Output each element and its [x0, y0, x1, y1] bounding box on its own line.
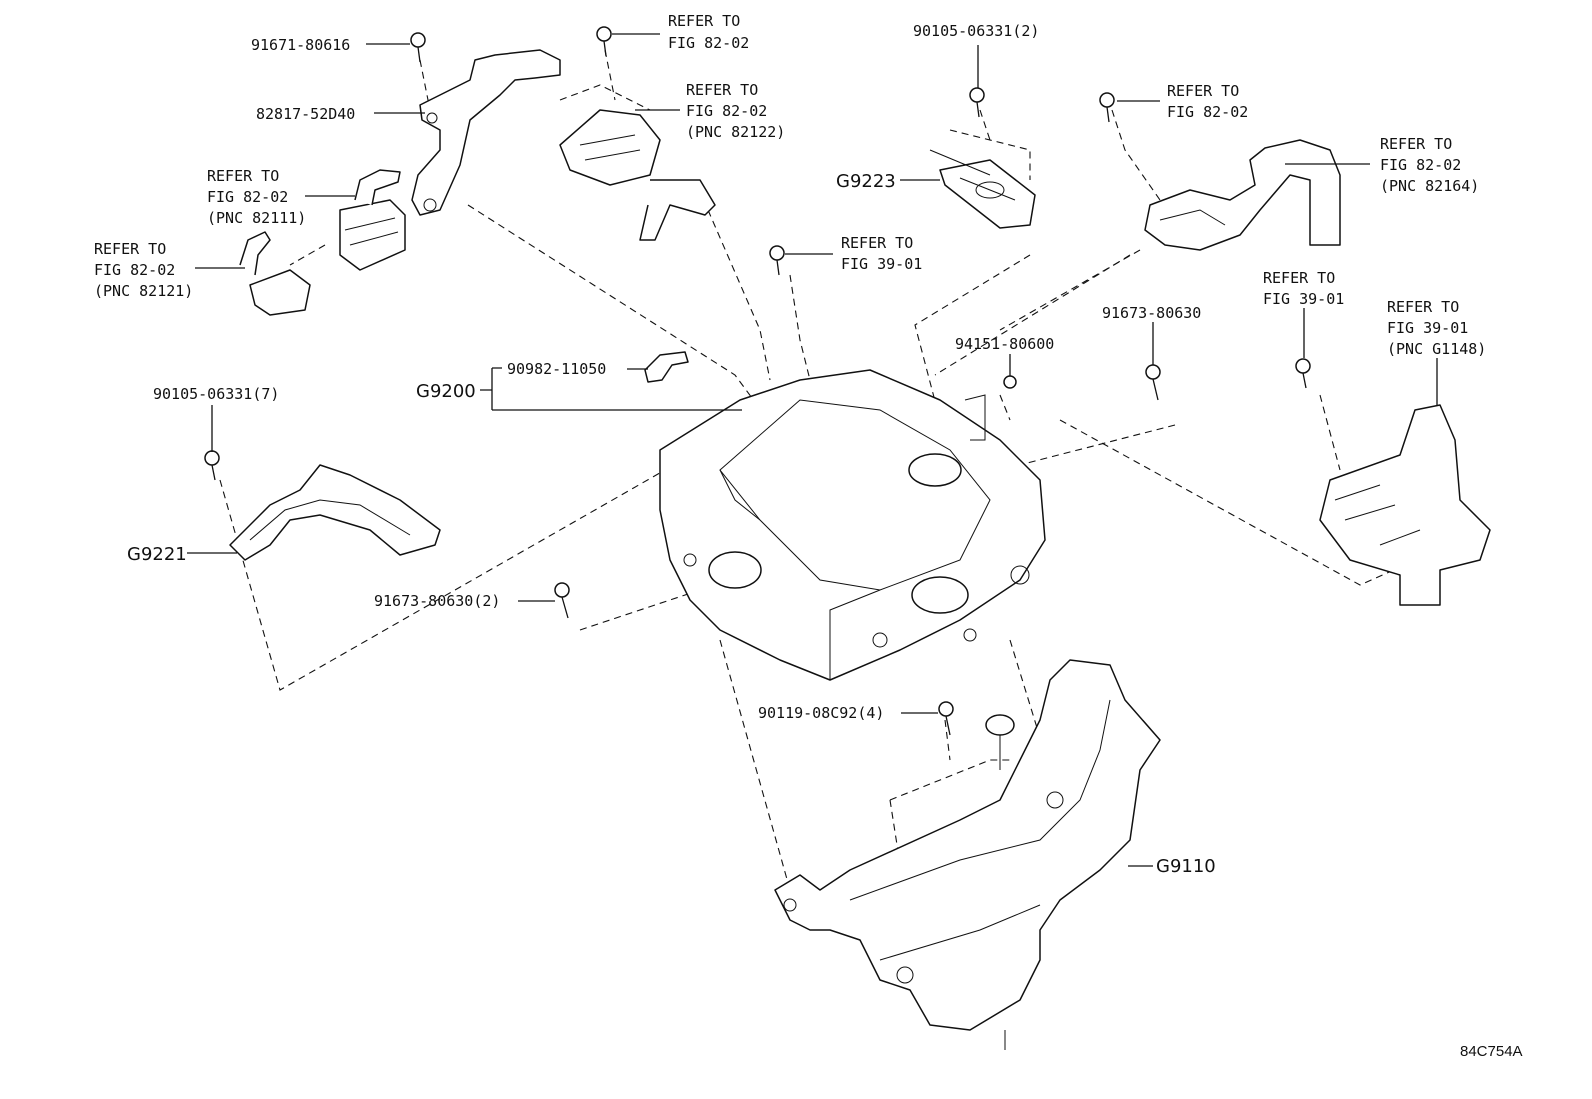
- harness-g1148-part: [1319, 404, 1491, 606]
- svg-text:FIG 82-02: FIG 82-02: [1167, 103, 1248, 121]
- plug-connector-part: [239, 231, 311, 316]
- svg-text:REFER TO: REFER TO: [1263, 269, 1335, 287]
- svg-text:FIG 82-02: FIG 82-02: [1380, 156, 1461, 174]
- bolts: [204, 26, 1311, 736]
- part-label-91673-80630: 91673-80630: [1102, 304, 1201, 322]
- bracket-part: [411, 49, 561, 216]
- inverter-assembly-part: [659, 369, 1046, 681]
- refer-to-callout-4: REFER TO FIG 82-02 (PNC 82121): [94, 240, 193, 300]
- refer-to-callout-6: REFER TO FIG 82-02: [1167, 82, 1248, 121]
- part-label-90119-08c92-4: 90119-08C92(4): [758, 704, 884, 722]
- svg-text:FIG 82-02: FIG 82-02: [668, 34, 749, 52]
- diagram-id: 84C754A: [1460, 1043, 1523, 1060]
- group-label-g9221: G9221: [127, 544, 187, 565]
- svg-text:(PNC G1148): (PNC G1148): [1387, 340, 1486, 358]
- part-label-90105-06331-2: 90105-06331(2): [913, 22, 1039, 40]
- svg-text:FIG 39-01: FIG 39-01: [841, 255, 922, 273]
- sensor-connector-part: [339, 169, 406, 271]
- svg-text:REFER TO: REFER TO: [207, 167, 279, 185]
- refer-to-callout-9: REFER TO FIG 39-01 (PNC G1148): [1387, 298, 1486, 358]
- part-label-91671-80616: 91671-80616: [251, 36, 350, 54]
- svg-text:FIG 82-02: FIG 82-02: [686, 102, 767, 120]
- refer-to-callout-5: REFER TO FIG 39-01: [841, 234, 922, 273]
- svg-text:FIG 39-01: FIG 39-01: [1387, 319, 1468, 337]
- svg-text:REFER TO: REFER TO: [1167, 82, 1239, 100]
- svg-text:(PNC 82122): (PNC 82122): [686, 123, 785, 141]
- svg-text:REFER TO: REFER TO: [1387, 298, 1459, 316]
- refer-to-callout-1: REFER TO FIG 82-02: [668, 12, 749, 52]
- clamp-part: [644, 351, 689, 383]
- group-label-g9110: G9110: [1156, 856, 1216, 877]
- group-label-g9200: G9200: [416, 381, 476, 402]
- svg-text:REFER TO: REFER TO: [841, 234, 913, 252]
- svg-text:FIG 39-01: FIG 39-01: [1263, 290, 1344, 308]
- cover-plate-g9223-part: [929, 149, 1036, 229]
- svg-text:FIG 82-02: FIG 82-02: [207, 188, 288, 206]
- part-label-91673-80630-2: 91673-80630(2): [374, 592, 500, 610]
- svg-text:REFER TO: REFER TO: [1380, 135, 1452, 153]
- svg-text:(PNC 82111): (PNC 82111): [207, 209, 306, 227]
- part-label-82817-52d40: 82817-52D40: [256, 105, 355, 123]
- part-label-90105-06331-7: 90105-06331(7): [153, 385, 279, 403]
- refer-to-callout-3: REFER TO FIG 82-02 (PNC 82111): [207, 167, 306, 227]
- refer-to-callout-8: REFER TO FIG 39-01: [1263, 269, 1344, 308]
- refer-to-callout-7: REFER TO FIG 82-02 (PNC 82164): [1380, 135, 1479, 195]
- refer-to-callout-2: REFER TO FIG 82-02 (PNC 82122): [686, 81, 785, 141]
- gasket-g9221-part: [229, 464, 441, 561]
- harness-connector-part: [559, 109, 716, 241]
- svg-text:REFER TO: REFER TO: [668, 12, 740, 30]
- leader-lines: [187, 33, 1438, 867]
- harness-82164-part: [1144, 139, 1341, 251]
- svg-text:(PNC 82121): (PNC 82121): [94, 282, 193, 300]
- part-label-94151-80600: 94151-80600: [955, 335, 1054, 353]
- svg-text:REFER TO: REFER TO: [94, 240, 166, 258]
- svg-text:(PNC 82164): (PNC 82164): [1380, 177, 1479, 195]
- bracket-g9110-part: [774, 659, 1161, 1050]
- group-label-g9223: G9223: [836, 171, 896, 192]
- part-label-90982-11050: 90982-11050: [507, 360, 606, 378]
- svg-text:REFER TO: REFER TO: [686, 81, 758, 99]
- svg-text:FIG 82-02: FIG 82-02: [94, 261, 175, 279]
